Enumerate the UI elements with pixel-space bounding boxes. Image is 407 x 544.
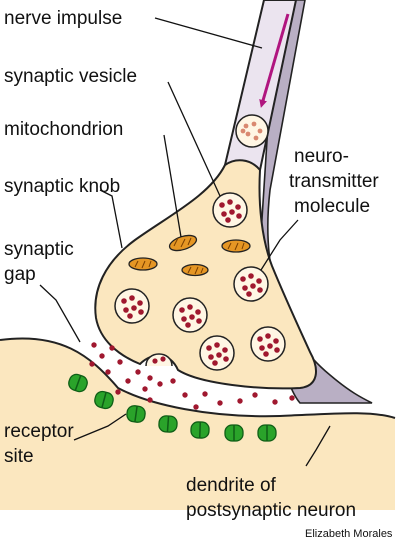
label-neurotransmitter-line1: neuro- xyxy=(294,146,349,167)
label-neurotransmitter-line3: molecule xyxy=(294,196,370,217)
receptor-4 xyxy=(158,415,178,433)
label-nerve-impulse: nerve impulse xyxy=(4,8,122,29)
leader-synaptic-gap xyxy=(39,284,81,343)
impulse-arrow xyxy=(259,13,290,108)
label-receptor-site-line1: receptor xyxy=(4,421,74,442)
label-synaptic-vesicle: synaptic vesicle xyxy=(4,66,137,87)
label-receptor-site-line2: site xyxy=(4,446,34,467)
label-dendrite-line1: dendrite of xyxy=(186,475,277,496)
synaptic-vesicles xyxy=(114,192,286,371)
vesicle-fusing xyxy=(145,353,173,367)
receptor-sites xyxy=(68,373,277,442)
mitochondrion-3 xyxy=(128,257,158,271)
label-neurotransmitter-line2: transmitter xyxy=(289,171,379,192)
vesicle-4 xyxy=(172,297,208,333)
mitochondrion-2 xyxy=(221,239,251,253)
vesicle-6 xyxy=(250,326,286,362)
label-synaptic-gap-line1: synaptic xyxy=(4,239,74,260)
leader-synaptic-vesicle xyxy=(167,81,221,197)
released-molecules xyxy=(89,342,295,410)
receptor-1 xyxy=(68,373,88,393)
leader-mitochondrion xyxy=(163,134,182,238)
label-synaptic-knob: synaptic knob xyxy=(4,176,120,197)
receptor-5 xyxy=(190,421,210,439)
dendrite-membrane xyxy=(0,337,396,419)
receptor-7 xyxy=(257,424,277,442)
vesicle-in-axon xyxy=(235,114,269,148)
label-mitochondrion: mitochondrion xyxy=(4,119,123,140)
leader-neurotransmitter xyxy=(260,219,299,271)
vesicle-3 xyxy=(114,288,150,324)
receptor-3 xyxy=(126,405,146,423)
receptor-2 xyxy=(94,390,114,410)
leader-nerve-impulse xyxy=(154,17,263,49)
leader-dendrite xyxy=(305,425,331,467)
mitochondrion-4 xyxy=(181,263,209,277)
leader-synaptic-knob xyxy=(99,189,123,249)
leader-lines xyxy=(39,17,331,467)
vesicle-2 xyxy=(233,266,269,302)
artist-credit: Elizabeth Morales xyxy=(305,528,393,540)
label-synaptic-gap-line2: gap xyxy=(4,264,36,285)
label-dendrite-line2: postsynaptic neuron xyxy=(186,500,356,521)
receptor-6 xyxy=(224,424,244,442)
vesicle-5 xyxy=(199,335,235,371)
vesicle-1 xyxy=(212,192,248,228)
leader-receptor-site xyxy=(73,413,127,441)
